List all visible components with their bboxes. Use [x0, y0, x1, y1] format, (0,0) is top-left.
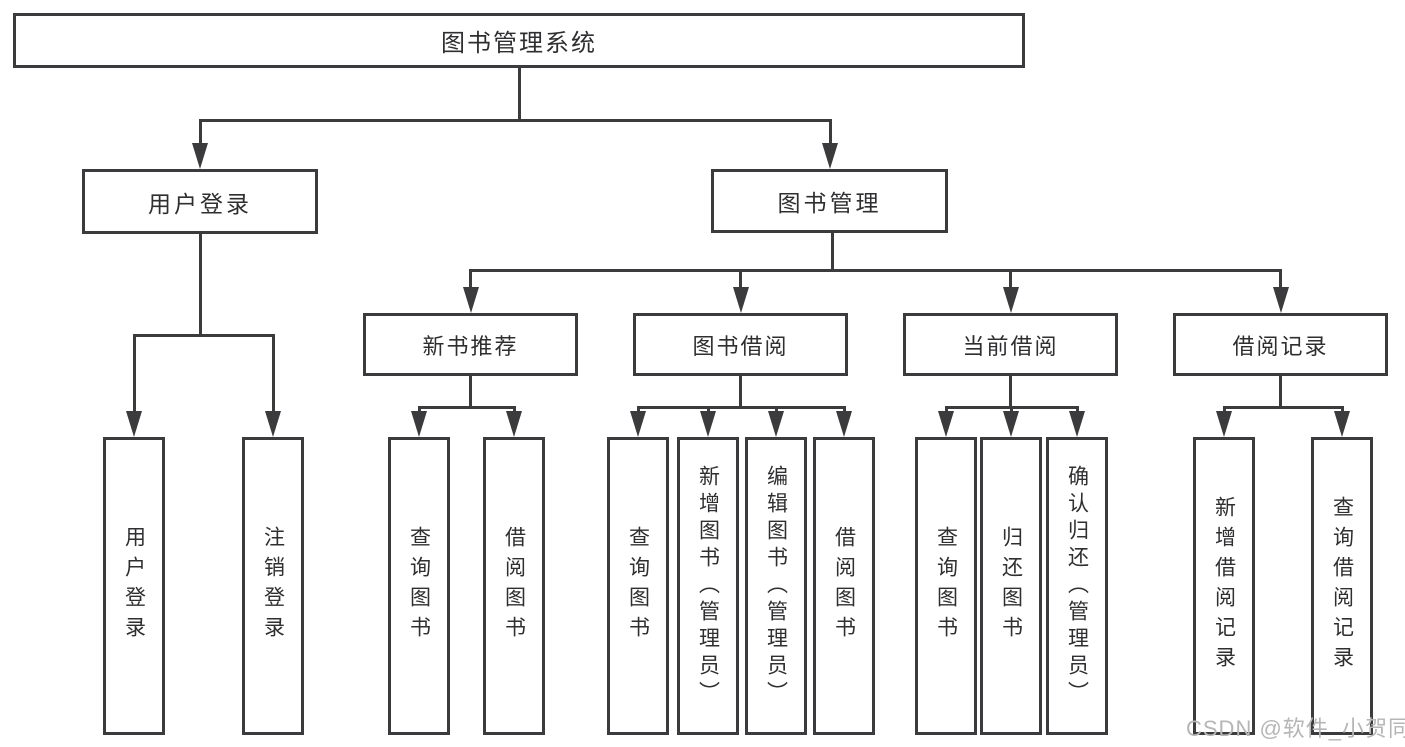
arrowhead-down-icon [411, 411, 427, 437]
connector-line [1279, 376, 1282, 408]
leaf-return-books: 归还图书 [980, 437, 1042, 735]
leaf-label: 新增图书（管理员） [696, 464, 720, 708]
leaf-label: 归还图书 [999, 526, 1023, 646]
connector-line [469, 270, 472, 289]
node-borrowing-records: 借阅记录 [1173, 313, 1388, 376]
leaf-user-login: 用户登录 [103, 437, 165, 735]
arrowhead-down-icon [462, 287, 479, 313]
leaf-label: 查询借阅记录 [1330, 496, 1354, 676]
connector-line [706, 407, 710, 414]
node-current-borrowing: 当前借阅 [903, 313, 1118, 376]
leaf-label: 查询图书 [407, 526, 431, 646]
leaf-add-borrow-record: 新增借阅记录 [1193, 437, 1255, 735]
node-label: 图书管理系统 [441, 30, 597, 57]
arrowhead-down-icon [1216, 411, 1232, 437]
arrowhead-down-icon [732, 287, 749, 313]
connector-line [132, 333, 275, 337]
leaf-label: 查询图书 [626, 526, 650, 646]
connector-line [469, 376, 472, 408]
csdn-watermark: CSDN @软件_小贺同学 [1186, 716, 1405, 741]
node-library-management-system: 图书管理系统 [13, 13, 1025, 68]
arrowhead-down-icon [1334, 411, 1350, 437]
connector-line [1009, 407, 1013, 414]
leaf-query-books-borrowing: 查询图书 [607, 437, 669, 735]
leaf-label: 确认归还（管理员） [1065, 464, 1089, 708]
connector-line [198, 120, 202, 148]
leaf-label: 借阅图书 [832, 526, 856, 646]
leaf-label: 编辑图书（管理员） [764, 464, 788, 708]
connector-line [1222, 407, 1226, 414]
arrowhead-down-icon [1272, 287, 1289, 313]
arrowhead-down-icon [126, 411, 142, 437]
leaf-edit-books-admin: 编辑图书（管理员） [745, 437, 807, 735]
connector-line [417, 405, 516, 409]
connector-line [517, 68, 521, 120]
arrowhead-down-icon [506, 411, 522, 437]
arrowhead-down-icon [700, 411, 716, 437]
arrowhead-down-icon [1003, 411, 1019, 437]
connector-line [512, 407, 516, 414]
connector-line [842, 407, 846, 414]
connector-line [636, 407, 640, 414]
connector-line [1279, 270, 1282, 289]
connector-line [739, 270, 742, 289]
arrowhead-down-icon [265, 411, 281, 437]
connector-line [417, 407, 421, 414]
connector-line [1222, 405, 1344, 409]
arrowhead-down-icon [1069, 411, 1085, 437]
leaf-borrow-books-borrowing: 借阅图书 [813, 437, 875, 735]
node-label: 借阅记录 [1232, 333, 1329, 359]
node-book-management-branch: 图书管理 [711, 169, 948, 233]
connector-line [132, 335, 136, 413]
arrowhead-down-icon [630, 411, 646, 437]
node-book-borrowing: 图书借阅 [633, 313, 848, 376]
connector-line [831, 233, 834, 271]
leaf-query-borrow-record: 查询借阅记录 [1311, 437, 1373, 735]
connector-line [636, 405, 846, 409]
connector-line [774, 407, 778, 414]
connector-line [944, 407, 948, 414]
leaf-query-books-recommend: 查询图书 [388, 437, 450, 735]
arrowhead-down-icon [938, 411, 954, 437]
leaf-confirm-return-admin: 确认归还（管理员） [1046, 437, 1108, 735]
leaf-query-books-current: 查询图书 [915, 437, 977, 735]
node-new-book-recommendation: 新书推荐 [363, 313, 578, 376]
arrowhead-down-icon [822, 143, 838, 169]
leaf-label: 用户登录 [122, 526, 146, 646]
connector-line [198, 234, 202, 336]
connector-line [469, 268, 1282, 272]
leaf-logout: 注销登录 [242, 437, 304, 735]
leaf-label: 新增借阅记录 [1212, 496, 1236, 676]
arrowhead-down-icon [836, 411, 852, 437]
leaf-label: 查询图书 [934, 526, 958, 646]
node-label: 图书管理 [777, 190, 882, 216]
leaf-label: 注销登录 [261, 526, 285, 646]
connector-line [198, 118, 832, 122]
node-user-login-branch: 用户登录 [82, 169, 318, 234]
arrowhead-down-icon [768, 411, 784, 437]
connector-line [1340, 407, 1344, 414]
arrowhead-down-icon [192, 143, 208, 169]
connector-line [828, 120, 832, 148]
connector-line [739, 376, 742, 408]
connector-line [1075, 407, 1079, 414]
connector-line [1009, 376, 1012, 408]
leaf-add-books-admin: 新增图书（管理员） [677, 437, 739, 735]
connector-line [1009, 270, 1012, 289]
leaf-borrow-books-recommend: 借阅图书 [483, 437, 545, 735]
leaf-label: 借阅图书 [502, 526, 526, 646]
node-label: 用户登录 [148, 190, 252, 217]
node-label: 图书借阅 [692, 333, 789, 359]
node-label: 当前借阅 [962, 333, 1059, 359]
arrowhead-down-icon [1002, 287, 1019, 313]
node-label: 新书推荐 [422, 333, 519, 359]
connector-line [271, 335, 275, 413]
